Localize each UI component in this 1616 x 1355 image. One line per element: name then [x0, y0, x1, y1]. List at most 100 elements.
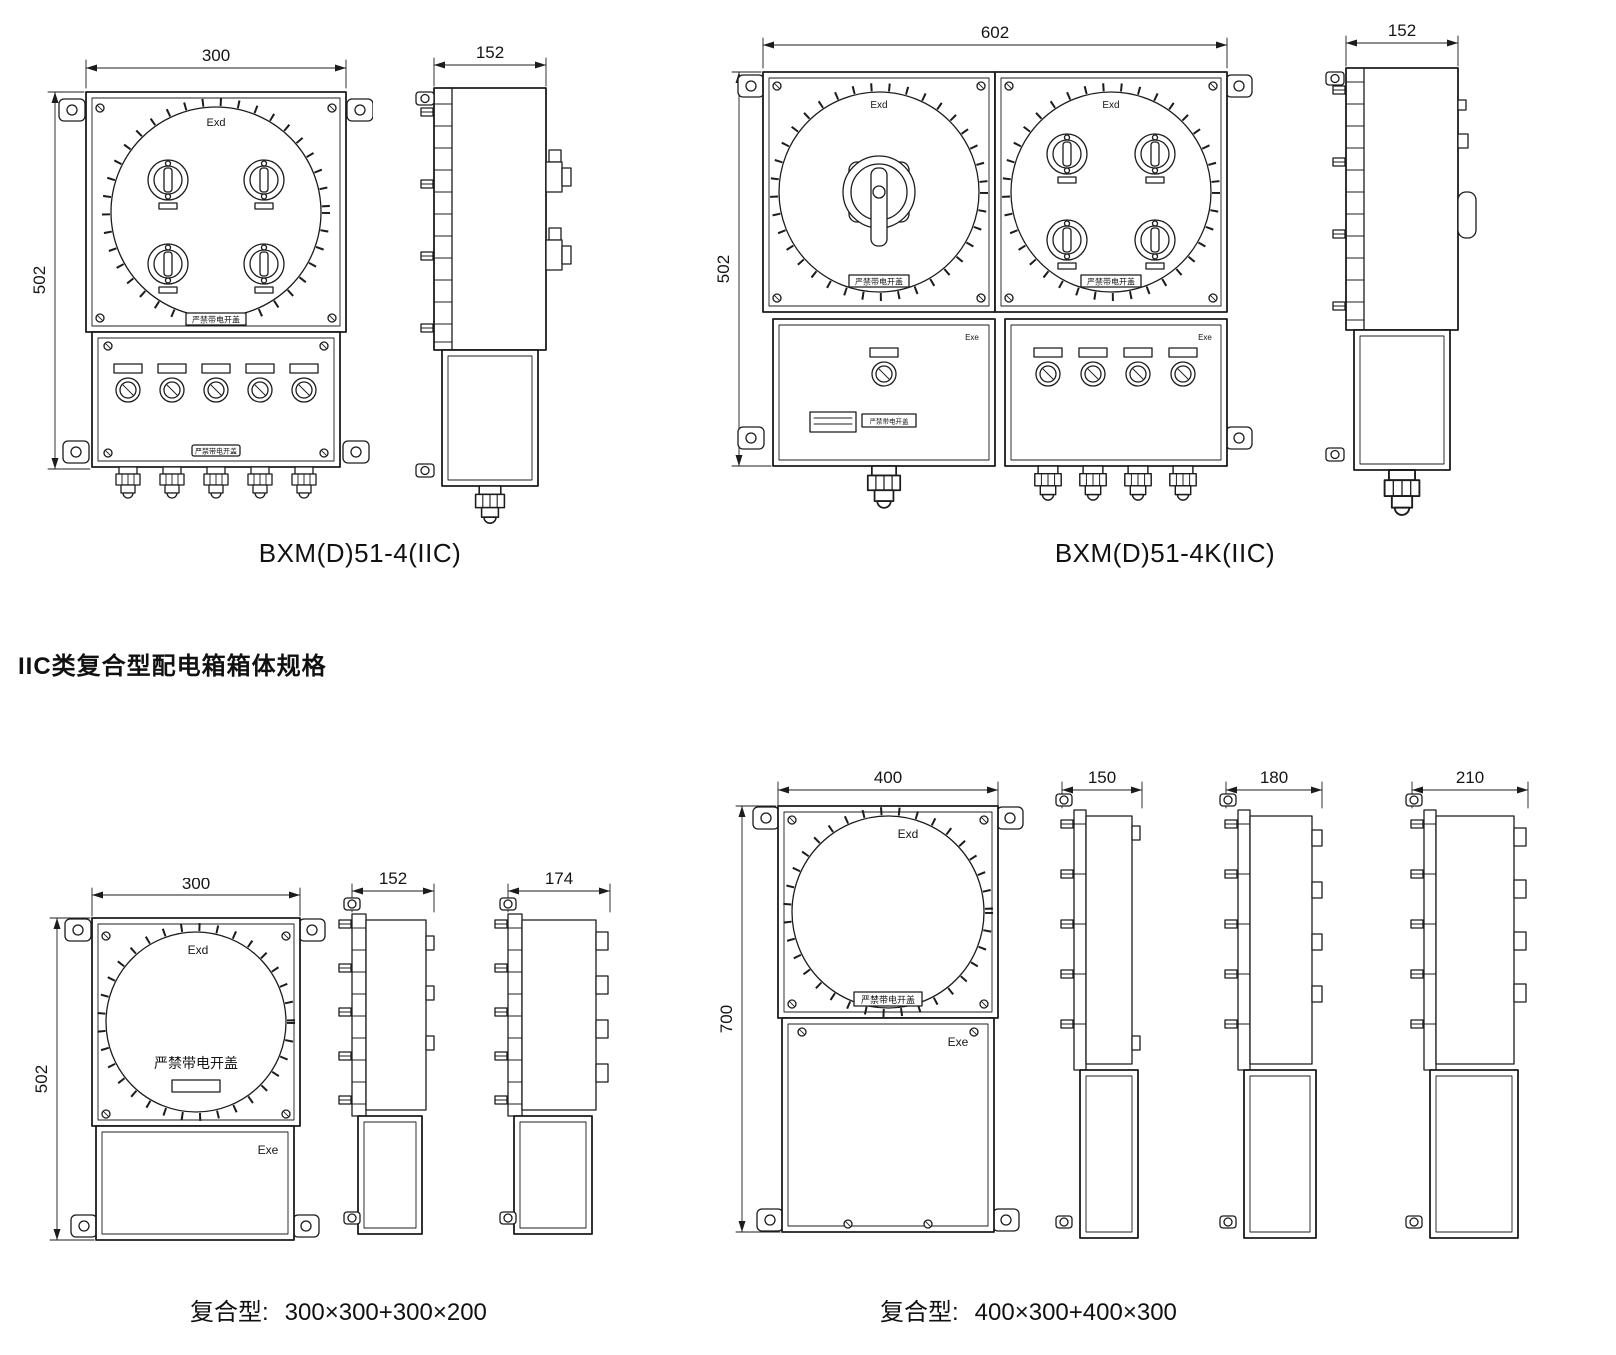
warning-label: 严禁带电开盖: [1080, 274, 1142, 288]
bolt: [1224, 969, 1238, 979]
side-fitting: [1513, 827, 1527, 847]
dim-width: 300: [91, 878, 301, 917]
upper-enclosure: [777, 805, 999, 1019]
screw: [787, 999, 797, 1009]
lower-body: [1243, 1069, 1317, 1239]
drawing-composite-400-front: 400 700 Exd 严禁带电开盖 Exe: [717, 768, 1024, 1233]
screw: [327, 313, 337, 323]
upper-enclosure-right: [994, 71, 1228, 313]
bolt: [1224, 869, 1238, 879]
cable-gland: [203, 466, 229, 499]
bolt: [420, 323, 434, 333]
bolt: [1332, 229, 1346, 239]
nameplate: 严禁带电开盖: [809, 411, 917, 433]
mount-lug: [499, 1211, 517, 1225]
upper-body: [365, 919, 427, 1111]
dim-depth-label: 152: [476, 43, 504, 62]
mount-lug: [992, 1208, 1020, 1232]
cover-circle: [105, 931, 287, 1113]
upper-enclosure: [91, 917, 301, 1127]
mount-lug: [1225, 426, 1253, 450]
flange: [507, 913, 523, 1117]
side-fitting: [425, 1035, 435, 1051]
mount-lug: [1325, 447, 1345, 462]
bolt: [1332, 157, 1346, 167]
bolt: [1060, 1019, 1074, 1029]
mount-lug: [1405, 1215, 1423, 1229]
cable-gland: [1383, 469, 1421, 516]
bolt: [1410, 969, 1424, 979]
screw: [95, 313, 105, 323]
lower-body: [513, 1115, 593, 1235]
side-fitting: [595, 931, 609, 951]
dim-depth-label: 180: [1260, 768, 1288, 787]
cable-gland: [1034, 465, 1062, 501]
side-fitting: [545, 149, 572, 193]
bolt: [1224, 819, 1238, 829]
warning-text: 严禁带电开盖: [154, 1055, 238, 1071]
lower-enclosure: [95, 1125, 295, 1241]
exe-mark: Exe: [258, 1143, 279, 1157]
screw: [103, 448, 113, 458]
warning-text: 严禁带电开盖: [195, 447, 237, 456]
side-fitting: [1513, 931, 1527, 951]
warning-label: 严禁带电开盖: [185, 312, 247, 326]
screw: [797, 1027, 807, 1037]
bolt: [1224, 1019, 1238, 1029]
caption-model-a: BXM(D)51-4(IIC): [258, 538, 462, 568]
bolt: [1060, 819, 1074, 829]
lower-enclosure: [781, 1017, 995, 1233]
side-fitting: [425, 935, 435, 951]
exd-mark: Exd: [898, 827, 919, 841]
mount-lug: [64, 918, 92, 942]
flange: [351, 913, 367, 1117]
dim-depth: 152: [433, 43, 547, 87]
screw: [103, 341, 113, 351]
warning-text: 严禁带电开盖: [1087, 277, 1135, 287]
side-fitting: [1131, 825, 1141, 841]
side-fitting: [1457, 99, 1467, 111]
bolt: [494, 1051, 508, 1061]
cover-circle: [778, 91, 980, 293]
exe-mark: Exe: [948, 1035, 969, 1049]
screw: [923, 1219, 933, 1229]
mount-lug: [62, 440, 90, 464]
dim-depth-label: 210: [1456, 768, 1484, 787]
cover-bolt-ring: [1002, 83, 1220, 301]
upper-body: [1345, 67, 1459, 331]
bolt: [420, 251, 434, 261]
cable-gland: [866, 465, 902, 509]
drawing-bxmd51-4-side: 152: [415, 43, 572, 524]
side-fitting: [425, 985, 435, 1001]
screw: [979, 815, 989, 825]
upper-body: [1085, 815, 1133, 1065]
drawing-composite-300-side-152: 152: [338, 870, 435, 1235]
exe-mark: Exe: [965, 333, 979, 342]
screw: [281, 931, 291, 941]
bolt: [1224, 919, 1238, 929]
mount-lug: [737, 426, 765, 450]
bolt: [338, 1051, 352, 1061]
dim-height-label: 700: [717, 1005, 736, 1033]
bolt: [1060, 869, 1074, 879]
cable-gland: [1169, 465, 1197, 501]
dim-width-label: 602: [981, 23, 1009, 42]
dim-height: 502: [32, 917, 95, 1241]
dim-width: 602: [762, 23, 1228, 69]
bolt: [338, 919, 352, 929]
bolt: [420, 107, 434, 117]
side-fitting: [1513, 879, 1527, 899]
cover-bolt-ring: [102, 98, 330, 326]
exd-mark: Exd: [207, 117, 226, 129]
side-fitting: [1131, 1035, 1141, 1051]
lower-body: [1429, 1069, 1519, 1239]
warning-label: 严禁带电开盖: [848, 274, 910, 288]
dim-height-label: 502: [30, 266, 49, 294]
screw: [843, 1219, 853, 1229]
bolt: [1410, 869, 1424, 879]
dim-height: 502: [714, 71, 772, 467]
bolt: [1410, 1019, 1424, 1029]
mount-lug: [1219, 1215, 1237, 1229]
side-fitting: [1513, 983, 1527, 1003]
